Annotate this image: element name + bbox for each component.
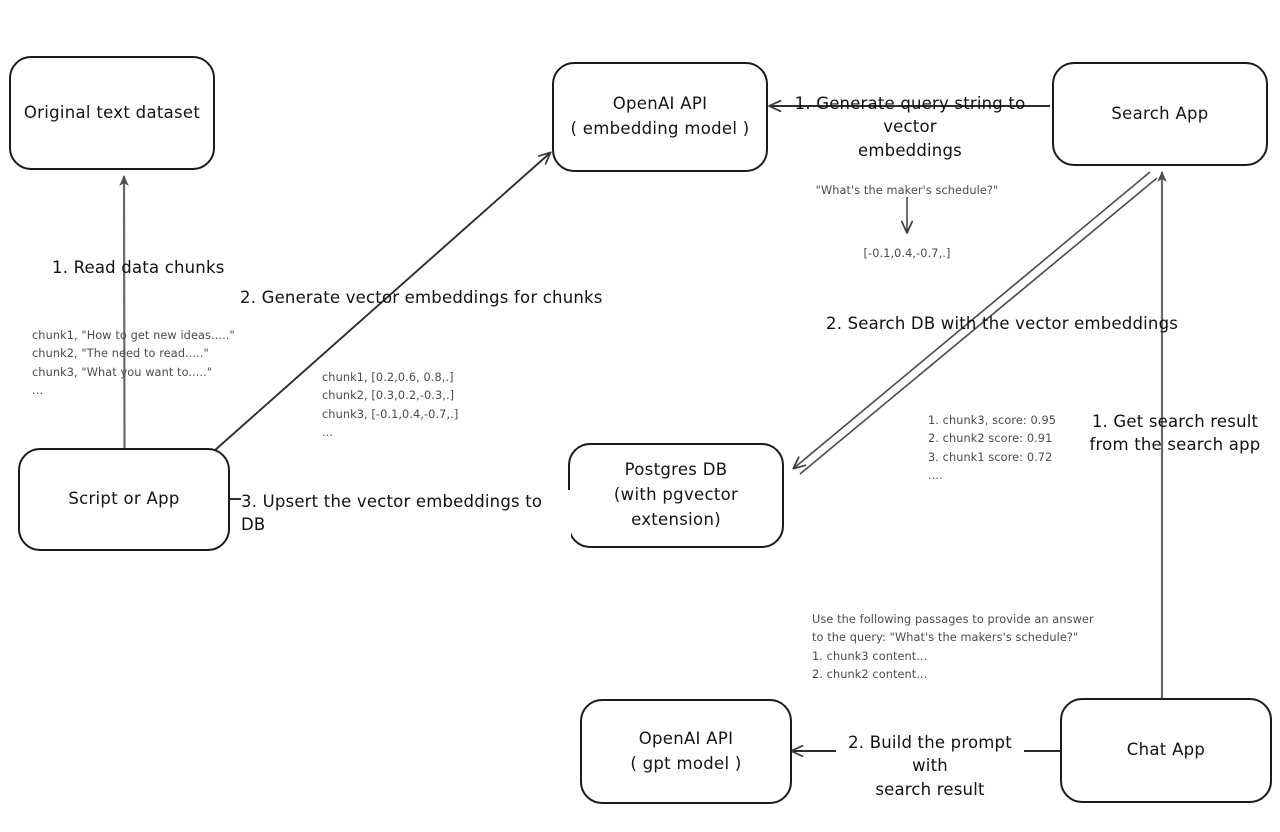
node-label-line2: ( embedding model ) [570,119,750,138]
node-label-line1: Search App [1111,103,1209,123]
node-label-line1: Chat App [1126,740,1206,760]
note-prompt-text: Use the following passages to provide an… [812,613,1094,681]
node-label-line1: Postgres DB [624,460,728,480]
node-label-line2: ( gpt model ) [630,753,742,773]
edge-script-to-dataset [119,175,129,449]
note-query-vector: [-0.1,0.4,-0.7,.] [863,247,951,260]
node-script-or-app[interactable]: Script or App [18,448,230,551]
node-postgres-db[interactable]: Postgres DB (with pgvector extension) [568,443,784,548]
note-query-string: "What's the maker's schedule?" [815,184,999,197]
node-label-line1: OpenAI API [638,728,734,748]
edge-label-generate-vector-embeddings: 2. Generate vector embeddings for chunks [240,288,603,307]
node-original-text-dataset[interactable]: Original text dataset [9,56,215,170]
node-openai-gpt-api[interactable]: OpenAI API ( gpt model ) [580,699,792,804]
edge-label-get-search-result: 1. Get search result from the search app [1089,412,1261,455]
node-chat-app[interactable]: Chat App [1060,698,1272,803]
note-source-chunks: chunk1, "How to get new ideas....." chun… [32,329,235,397]
node-openai-embedding-api[interactable]: OpenAI API ( embedding model ) [552,62,768,172]
note-embedded-chunks: chunk1, [0.2,0.6, 0.8,.] chunk2, [0.3,0.… [322,371,459,439]
edge-label-read-data-chunks: 1. Read data chunks [52,258,225,277]
node-label-line1: OpenAI API [612,94,708,114]
note-search-results: 1. chunk3, score: 0.95 2. chunk2 score: … [928,414,1057,482]
edge-label-upsert-to-db: 3. Upsert the vector embeddings to DB [241,490,571,537]
node-label-line1: Script or App [68,489,180,509]
edge-label-search-db: 2. Search DB with the vector embeddings [826,314,1179,333]
edge-label-generate-query-string: 1. Generate query string to vector embed… [794,94,1026,160]
edge-label-build-prompt: 2. Build the prompt with search result [836,731,1024,802]
node-label-line1: Original text dataset [23,102,201,122]
node-label-line2: (with pgvector extension) [613,485,739,529]
node-search-app[interactable]: Search App [1052,62,1268,166]
